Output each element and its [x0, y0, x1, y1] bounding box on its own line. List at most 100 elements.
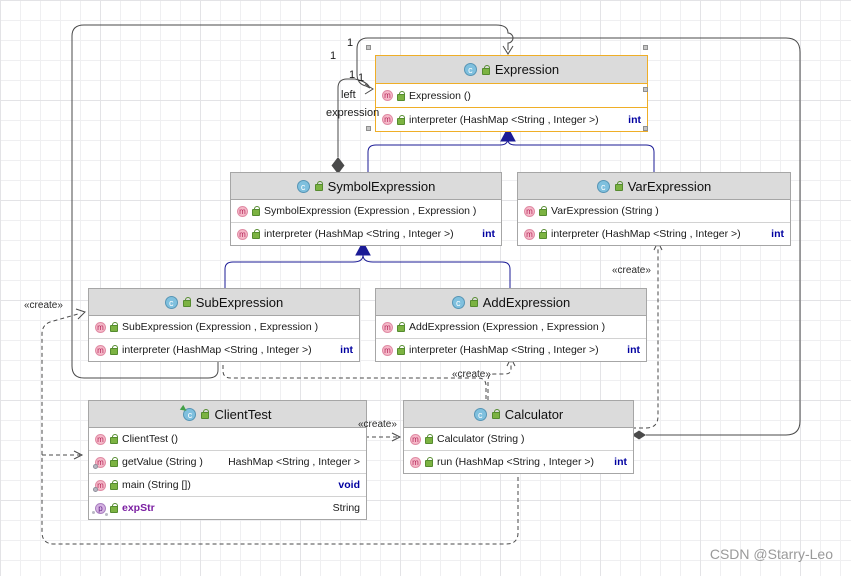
member-row[interactable]: m main (String []) void — [89, 473, 366, 496]
lock-icon — [397, 114, 405, 125]
selection-handle[interactable] — [366, 45, 371, 50]
class-title: VarExpression — [627, 178, 712, 194]
lock-icon — [539, 229, 547, 239]
watermark: CSDN @Starry-Leo — [709, 546, 833, 562]
selection-handle[interactable] — [643, 87, 648, 92]
member-label: main (String []) — [122, 479, 191, 491]
member-row[interactable]: m interpreter (HashMap <String , Integer… — [376, 107, 647, 131]
member-row[interactable]: m Expression () — [376, 84, 647, 107]
edge-create-subexpression-short[interactable] — [222, 358, 487, 400]
member-row[interactable]: p expStr String — [89, 496, 366, 519]
class-header[interactable]: c Expression — [376, 56, 647, 84]
class-header[interactable]: c ClientTest — [89, 401, 366, 428]
member-row[interactable]: m interpreter (HashMap <String , Integer… — [376, 338, 646, 361]
member-row[interactable]: m interpreter (HashMap <String , Integer… — [518, 222, 790, 245]
method-icon: m — [382, 114, 393, 125]
lock-icon — [425, 434, 433, 444]
class-title: ClientTest — [214, 406, 272, 422]
lock-icon — [314, 181, 323, 191]
selection-handle[interactable] — [643, 126, 648, 131]
lock-icon — [425, 457, 433, 467]
member-row[interactable]: m interpreter (HashMap <String , Integer… — [231, 222, 501, 245]
edge-subexpression-expression-association[interactable] — [71, 24, 514, 379]
method-icon: m — [95, 321, 106, 333]
lock-icon — [252, 206, 260, 216]
create-label: «create» — [452, 369, 491, 380]
member-label: interpreter (HashMap <String , Integer >… — [409, 344, 599, 356]
class-header[interactable]: c Calculator — [404, 401, 633, 428]
member-label: SymbolExpression (Expression , Expressio… — [264, 205, 477, 217]
member-return-type: void — [338, 479, 360, 491]
class-box-symbolexpression[interactable]: c SymbolExpression m SymbolExpression (E… — [230, 172, 502, 246]
method-icon: m — [524, 205, 535, 217]
member-return-type: int — [771, 228, 784, 240]
member-return-type: int — [482, 228, 495, 240]
class-box-calculator[interactable]: c Calculator m Calculator (String ) m ru… — [403, 400, 634, 474]
class-icon: c — [451, 295, 465, 309]
class-box-expression[interactable]: c Expression m Expression () m interpret… — [375, 55, 648, 132]
lock-icon — [491, 409, 500, 419]
member-label: interpreter (HashMap <String , Integer >… — [122, 344, 312, 356]
member-return-type: int — [340, 344, 353, 356]
class-box-clienttest[interactable]: c ClientTest m ClientTest () m getValue … — [88, 400, 367, 520]
member-row[interactable]: m run (HashMap <String , Integer >) int — [404, 450, 633, 473]
class-title: Calculator — [504, 406, 564, 422]
static-method-icon: m — [93, 479, 106, 492]
lock-icon — [110, 434, 118, 444]
class-title: AddExpression — [482, 294, 571, 310]
member-label: Calculator (String ) — [437, 433, 525, 445]
selection-handle[interactable] — [366, 126, 371, 131]
class-header[interactable]: c SubExpression — [89, 289, 359, 316]
lock-icon — [481, 64, 490, 75]
member-row[interactable]: m SubExpression (Expression , Expression… — [89, 316, 359, 338]
member-return-type: int — [628, 113, 641, 126]
method-icon: m — [382, 321, 393, 333]
edge-generalization-to-symbolexpression[interactable] — [224, 240, 511, 288]
lock-icon — [614, 181, 623, 191]
lock-icon — [110, 345, 118, 355]
method-icon: m — [382, 344, 393, 356]
member-label: Expression () — [409, 89, 471, 102]
member-row[interactable]: m ClientTest () — [89, 428, 366, 450]
edge-generalization-to-expression[interactable] — [367, 126, 655, 172]
edge-create-calculator[interactable] — [365, 432, 402, 442]
edge-create-subexpression-detour[interactable] — [41, 308, 519, 545]
member-row[interactable]: m AddExpression (Expression , Expression… — [376, 316, 646, 338]
lock-icon — [469, 297, 478, 307]
role-label-left: left — [341, 89, 356, 101]
method-icon: m — [95, 344, 106, 356]
class-title: SubExpression — [195, 294, 284, 310]
lock-icon — [397, 322, 405, 332]
class-header[interactable]: c AddExpression — [376, 289, 646, 316]
member-row[interactable]: m interpreter (HashMap <String , Integer… — [89, 338, 359, 361]
selection-handle[interactable] — [643, 45, 648, 50]
member-row[interactable]: m SymbolExpression (Expression , Express… — [231, 200, 501, 222]
class-header[interactable]: c VarExpression — [518, 173, 790, 200]
class-title: Expression — [494, 62, 560, 77]
member-row[interactable]: m Calculator (String ) — [404, 428, 633, 450]
class-header[interactable]: c SymbolExpression — [231, 173, 501, 200]
lock-icon — [110, 480, 118, 490]
member-label: interpreter (HashMap <String , Integer >… — [264, 228, 454, 240]
edge-create-addexpression[interactable] — [487, 356, 516, 400]
role-label-expression: expression — [326, 107, 380, 119]
method-icon: m — [410, 456, 421, 468]
member-label: SubExpression (Expression , Expression ) — [122, 321, 319, 333]
edge-symbolexpression-expression-composition[interactable] — [331, 78, 374, 174]
member-row[interactable]: m getValue (String ) HashMap <String , I… — [89, 450, 366, 473]
multiplicity-label: 1 — [330, 50, 337, 62]
class-box-varexpression[interactable]: c VarExpression m VarExpression (String … — [517, 172, 791, 246]
class-icon: c — [463, 63, 477, 76]
method-icon: m — [382, 90, 393, 101]
class-box-addexpression[interactable]: c AddExpression m AddExpression (Express… — [375, 288, 647, 362]
method-icon: m — [524, 228, 535, 240]
member-return-type: String — [332, 502, 360, 514]
create-label: «create» — [24, 300, 63, 311]
method-icon: m — [410, 433, 421, 445]
member-label: interpreter (HashMap <String , Integer >… — [551, 228, 741, 240]
class-icon: c — [164, 295, 178, 309]
class-box-subexpression[interactable]: c SubExpression m SubExpression (Express… — [88, 288, 360, 362]
member-row[interactable]: m VarExpression (String ) — [518, 200, 790, 222]
